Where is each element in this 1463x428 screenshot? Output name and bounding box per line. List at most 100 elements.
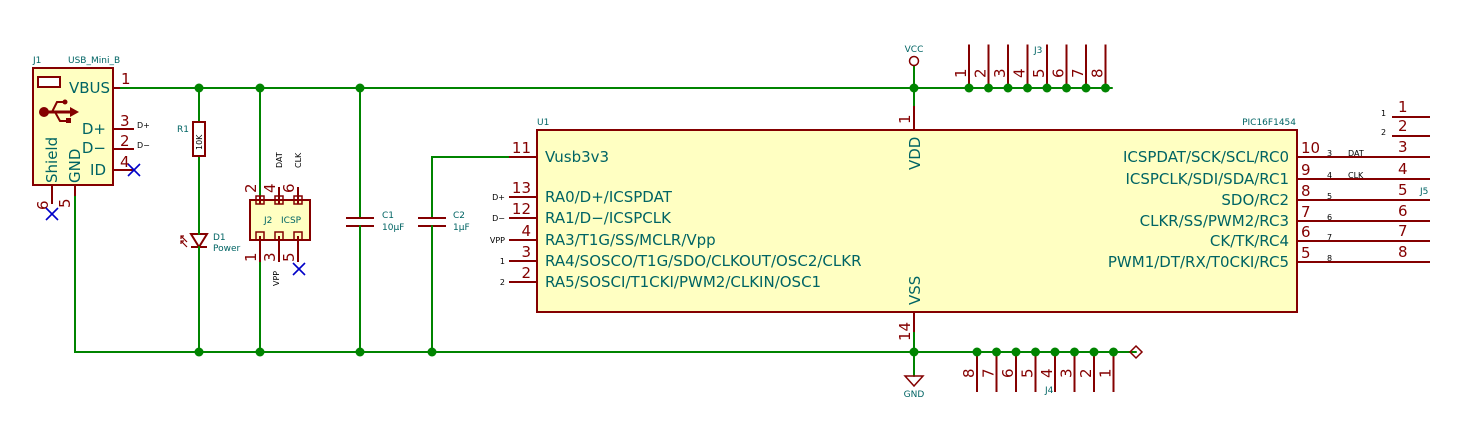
j3-pin-num: 1 (952, 68, 970, 78)
u1-right-net-label: 8 (1327, 254, 1332, 263)
j1-pin-dm-label: D− (82, 139, 106, 157)
c2-value: 1µF (453, 223, 470, 233)
u1-left-pin-label: RA5/SOSCI/T1CKI/PWM2/CLKIN/OSC1 (545, 273, 821, 291)
junction-dot (1070, 347, 1079, 357)
junction-dot (255, 347, 265, 357)
gnd-power-symbol[interactable]: GND (903, 375, 925, 400)
junction-dot (255, 83, 265, 93)
u1-left-pin-label: RA4/SOSCO/T1G/SDO/CLKOUT/OSC2/CLKR (545, 252, 862, 270)
junction-dot (1081, 83, 1091, 93)
j4-pin-num: 5 (1019, 368, 1037, 378)
u1-left-pin-label: RA1/D−/ICSPCLK (545, 209, 672, 227)
u1-right-net-label: 3 (1327, 149, 1332, 158)
u1-left-pin-label: Vusb3v3 (545, 148, 609, 166)
j4-pin-num: 8 (960, 368, 978, 378)
j5-pin-num: 1 (1398, 98, 1408, 116)
u1-right-net-label: 4 (1327, 171, 1332, 180)
junction-dot (1031, 347, 1040, 357)
j1-usb-connector[interactable]: J1 USB_Mini_B VBUS D+ D− ID GND Shield 1… (32, 56, 150, 221)
junction-dot (1023, 83, 1032, 93)
j4-pin-num: 1 (1097, 368, 1115, 378)
j1-pin-3-num: 3 (120, 112, 130, 130)
vcc-icon (908, 55, 920, 67)
j1-pin-5-num: 5 (56, 198, 74, 208)
d1-ref: D1 (213, 233, 226, 243)
u1-right-pin-label: SDO/RC2 (1221, 191, 1289, 209)
j2-pin-3-num: 3 (261, 252, 279, 262)
u1-right-net-label: 7 (1327, 233, 1332, 242)
u1-right-pin-num: 6 (1301, 223, 1311, 241)
r1-ref: R1 (177, 125, 189, 135)
usb-port-icon (37, 76, 61, 88)
net-label-dp-j1: D+ (137, 121, 150, 130)
vcc-power-symbol[interactable]: VCC (905, 45, 924, 67)
j3-pin-num: 5 (1030, 68, 1048, 78)
u1-right-pin-num: 10 (1301, 139, 1320, 157)
u1-right-pin-label: ICSPDAT/SCK/SCL/RC0 (1123, 148, 1289, 166)
j1-pin-vbus-label: VBUS (69, 79, 110, 97)
led-icon (189, 233, 209, 249)
u1-right-pin-num: 8 (1301, 182, 1311, 200)
light-rays-icon (180, 235, 188, 248)
u1-vss-label: VSS (906, 276, 924, 305)
c2-ref: C2 (453, 211, 465, 221)
net-label-dm-j1: D− (137, 141, 150, 150)
no-connect-icon (45, 207, 59, 221)
junction-dot (1050, 347, 1060, 357)
no-connect-icon (127, 163, 141, 177)
vcc-label: VCC (905, 45, 924, 55)
junction-dot (992, 347, 1001, 357)
junction-dot (355, 83, 365, 93)
j3-pin-num: 8 (1089, 68, 1107, 78)
u1-left-pin-num: 3 (521, 243, 531, 261)
j4-pin-num: 4 (1038, 368, 1056, 378)
u1-left-pin-num: 12 (512, 200, 531, 218)
u1-left-pin-label: RA0/D+/ICSPDAT (545, 188, 673, 206)
gnd-label: GND (904, 390, 925, 400)
d1-led[interactable]: D1 Power (180, 229, 241, 254)
net-label-vpp-j2: VPP (272, 271, 281, 286)
u1-right-pin-num: 5 (1301, 244, 1311, 262)
j2-pin-5-num: 5 (280, 252, 298, 262)
junction-dot (1042, 83, 1052, 93)
junction-dot (972, 347, 982, 357)
junction-dot (909, 347, 919, 357)
junction-dot (355, 347, 365, 357)
no-connect-icon (292, 262, 306, 276)
j2-pin-6-num: 6 (280, 183, 298, 193)
u1-right-pin-label: CK/TK/RC4 (1210, 232, 1289, 250)
j4-ref: J4 (1044, 386, 1054, 396)
u1-left-net-label: VPP (490, 236, 505, 245)
j2-icsp-connector[interactable]: J2 ICSP 2 4 6 1 3 5 DAT CLK VPP (242, 152, 311, 286)
j1-pin-1-num: 1 (121, 70, 131, 88)
j5-net-label: 1 (1381, 109, 1386, 118)
j5-pin-num: 7 (1398, 222, 1408, 240)
c2-capacitor[interactable]: C2 1µF (418, 211, 470, 233)
u1-value: PIC16F1454 (1242, 118, 1296, 128)
u1-right-pin-label: PWM1/DT/RX/T0CKI/RC5 (1108, 253, 1289, 271)
u1-left-net-label: 1 (500, 257, 505, 266)
c1-capacitor[interactable]: C1 10µF (346, 211, 404, 233)
d1-value: Power (213, 244, 241, 254)
j4-pin-num: 3 (1058, 368, 1076, 378)
u1-right-pin-num: 7 (1301, 203, 1311, 221)
j1-pin-6-num: 6 (34, 200, 52, 210)
j1-ref: J1 (32, 56, 41, 66)
j5-ref: J5 (1419, 187, 1428, 197)
junction-dot (1003, 83, 1013, 93)
u1-right-net-label: 5 (1327, 192, 1332, 201)
u1-microcontroller[interactable]: U1 PIC16F1454 1 14 VDD VSS (536, 106, 1298, 341)
r1-resistor[interactable]: 10K R1 (177, 121, 206, 157)
j1-pin-shield-label: Shield (43, 137, 61, 183)
u1-left-pin-num: 13 (512, 179, 531, 197)
j3-pin-num: 6 (1050, 68, 1068, 78)
u1-ref: U1 (537, 118, 549, 128)
junction-dot (984, 83, 993, 93)
usb-symbol-icon (39, 99, 79, 123)
j3-pin-num: 2 (972, 68, 990, 78)
net-label-clk-j2: CLK (294, 152, 303, 168)
